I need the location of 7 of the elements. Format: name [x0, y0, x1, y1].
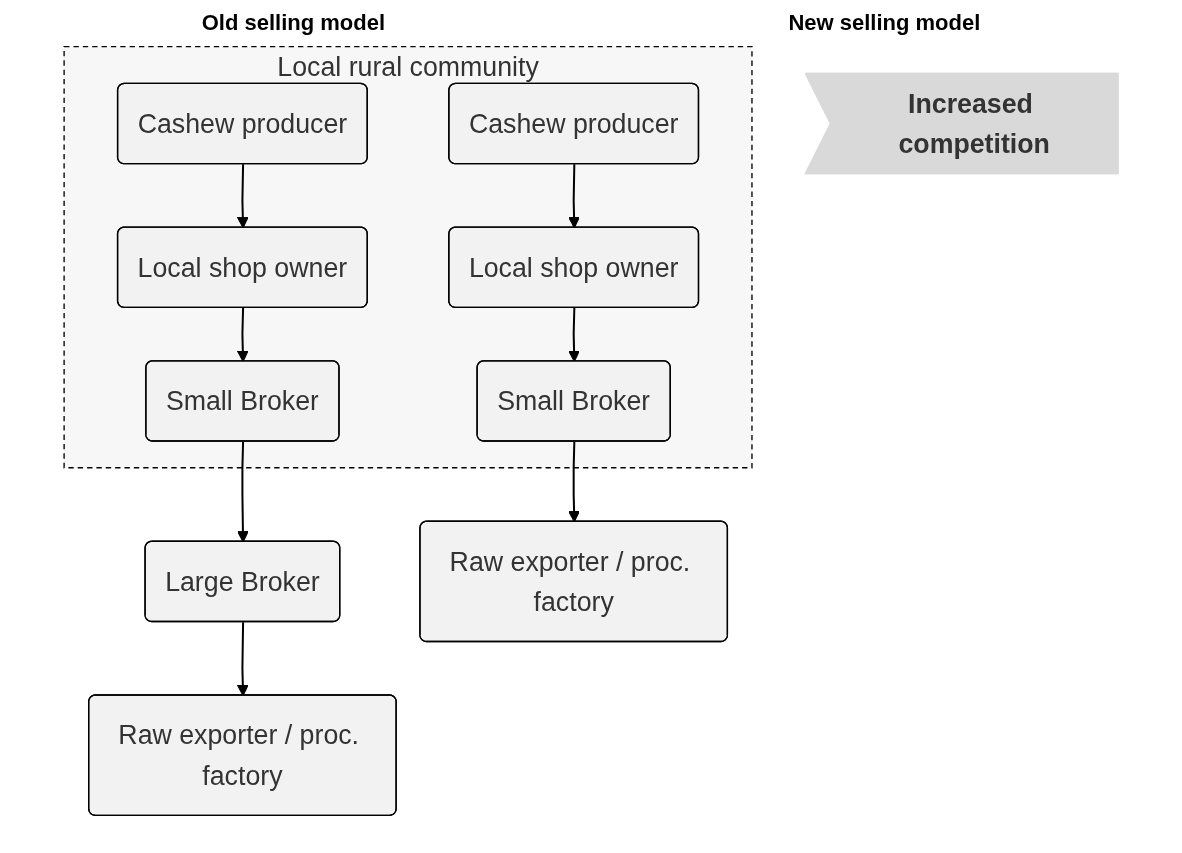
- arrow: [568, 164, 580, 229]
- arrow: [568, 441, 580, 523]
- arrow: [236, 164, 249, 229]
- column-title: Old selling model: [201, 10, 386, 36]
- arrow: [237, 441, 249, 543]
- column-title: New selling model: [788, 10, 981, 36]
- arrow: [236, 622, 249, 697]
